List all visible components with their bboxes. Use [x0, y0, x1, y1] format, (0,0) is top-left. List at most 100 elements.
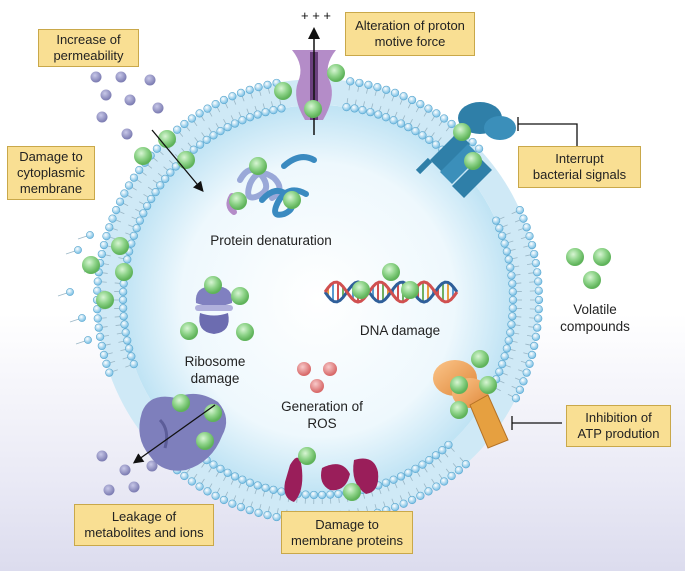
lipid-head: [261, 483, 270, 492]
lipid-bilayer: [57, 77, 544, 526]
lipid-head: [399, 499, 408, 508]
lipid-head: [166, 168, 175, 177]
lipid-head: [253, 481, 262, 490]
lipid-head: [123, 255, 132, 264]
lipid-head: [173, 125, 182, 134]
lipid-head: [93, 305, 102, 314]
lipid-head: [152, 144, 161, 153]
lipid-head: [461, 460, 470, 469]
lipid-head: [125, 344, 134, 353]
compound-ball: [298, 447, 316, 465]
lipid-head: [195, 109, 204, 118]
lipid-head: [407, 495, 417, 505]
lipid-head: [121, 328, 130, 337]
cell-cytoplasm: [123, 105, 513, 495]
lipid-head: [132, 224, 141, 233]
lipid-head: [508, 304, 517, 313]
lipid-head: [389, 475, 398, 484]
lipid-head: [230, 472, 240, 481]
lipid-head: [418, 131, 427, 140]
lipid-head: [525, 359, 534, 368]
lipid-head: [309, 490, 319, 500]
lipid-head: [95, 332, 105, 341]
compound-ball: [450, 401, 468, 419]
lipid-head: [187, 477, 196, 486]
lipid-head: [498, 360, 507, 369]
lipid-head: [119, 287, 128, 296]
lipid-head: [534, 305, 543, 314]
lipid-head: [364, 80, 373, 89]
compound-ball: [352, 281, 370, 299]
ion-dot: [128, 481, 140, 493]
lipid-head: [530, 341, 539, 351]
lipid-head: [534, 277, 543, 286]
lipid-head: [527, 240, 537, 250]
lipid-head: [129, 231, 138, 240]
lipid-head: [189, 145, 198, 154]
lipid-head: [269, 106, 278, 115]
lipid-head: [440, 114, 449, 123]
lipid-head: [533, 323, 542, 332]
compound-ball: [583, 271, 601, 289]
label-ribosome-damage: Ribosome damage: [184, 354, 246, 386]
lipid-head: [358, 106, 367, 115]
proton-charges: + + +: [301, 8, 331, 23]
lipid-head: [245, 506, 254, 515]
lipid-head: [86, 231, 94, 239]
lipid-head: [527, 350, 537, 360]
compound-ball: [327, 64, 345, 82]
lipid-head: [180, 119, 189, 129]
lipid-head: [444, 440, 453, 450]
box-damage-cytoplasmic-membrane: Damage to cytoplasmic membrane: [7, 146, 95, 200]
lipid-head: [238, 475, 247, 484]
lipid-head: [135, 216, 144, 225]
compound-ball: [204, 276, 222, 294]
lipid-head: [84, 336, 92, 344]
lipid-head: [203, 104, 212, 113]
lipid-head: [203, 487, 212, 496]
lipid-head: [277, 104, 286, 113]
lipid-head: [418, 460, 427, 469]
lipid-head: [236, 503, 246, 512]
lipid-head: [216, 127, 225, 136]
compound-ball: [382, 263, 400, 281]
compound-ball: [401, 281, 419, 299]
lipid-head: [390, 503, 400, 512]
lipid-head: [389, 116, 398, 125]
lipid-head: [407, 95, 417, 105]
lipid-head: [223, 123, 232, 132]
receptor-protein: [415, 102, 516, 198]
box-increase-permeability: Increase of permeability: [38, 29, 139, 67]
lipid-head: [500, 352, 509, 361]
lipid-head: [151, 187, 160, 197]
lipid-head: [105, 223, 114, 232]
lipid-head: [143, 201, 152, 211]
box-inhibition-atp: Inhibition of ATP prodution: [566, 405, 671, 447]
lipid-head: [411, 127, 420, 136]
lipid-head: [195, 482, 204, 491]
connector-arrows: [132, 129, 216, 464]
lipid-head: [533, 268, 542, 277]
label-protein-denaturation: Protein denaturation: [210, 233, 332, 248]
lipid-head: [139, 209, 148, 218]
lipid-head: [112, 206, 121, 215]
lipid-head: [507, 320, 516, 329]
lipid-head: [506, 328, 515, 337]
compound-ball: [96, 291, 114, 309]
lipid-head: [219, 495, 229, 505]
lipid-head: [93, 314, 102, 323]
lipid-head: [230, 119, 240, 128]
lipid-head: [147, 194, 156, 204]
compound-ball: [249, 157, 267, 175]
lipid-head: [515, 206, 524, 215]
compound-ball: [464, 152, 482, 170]
lipid-head: [99, 350, 109, 360]
lipid-head: [317, 490, 327, 500]
lipid-head: [519, 214, 528, 223]
ribosome: [195, 286, 233, 334]
lipid-head: [120, 189, 129, 198]
compound-ball: [172, 394, 190, 412]
lipid-head: [123, 336, 132, 345]
lipid-head: [431, 140, 440, 149]
lipid-head: [431, 451, 440, 460]
